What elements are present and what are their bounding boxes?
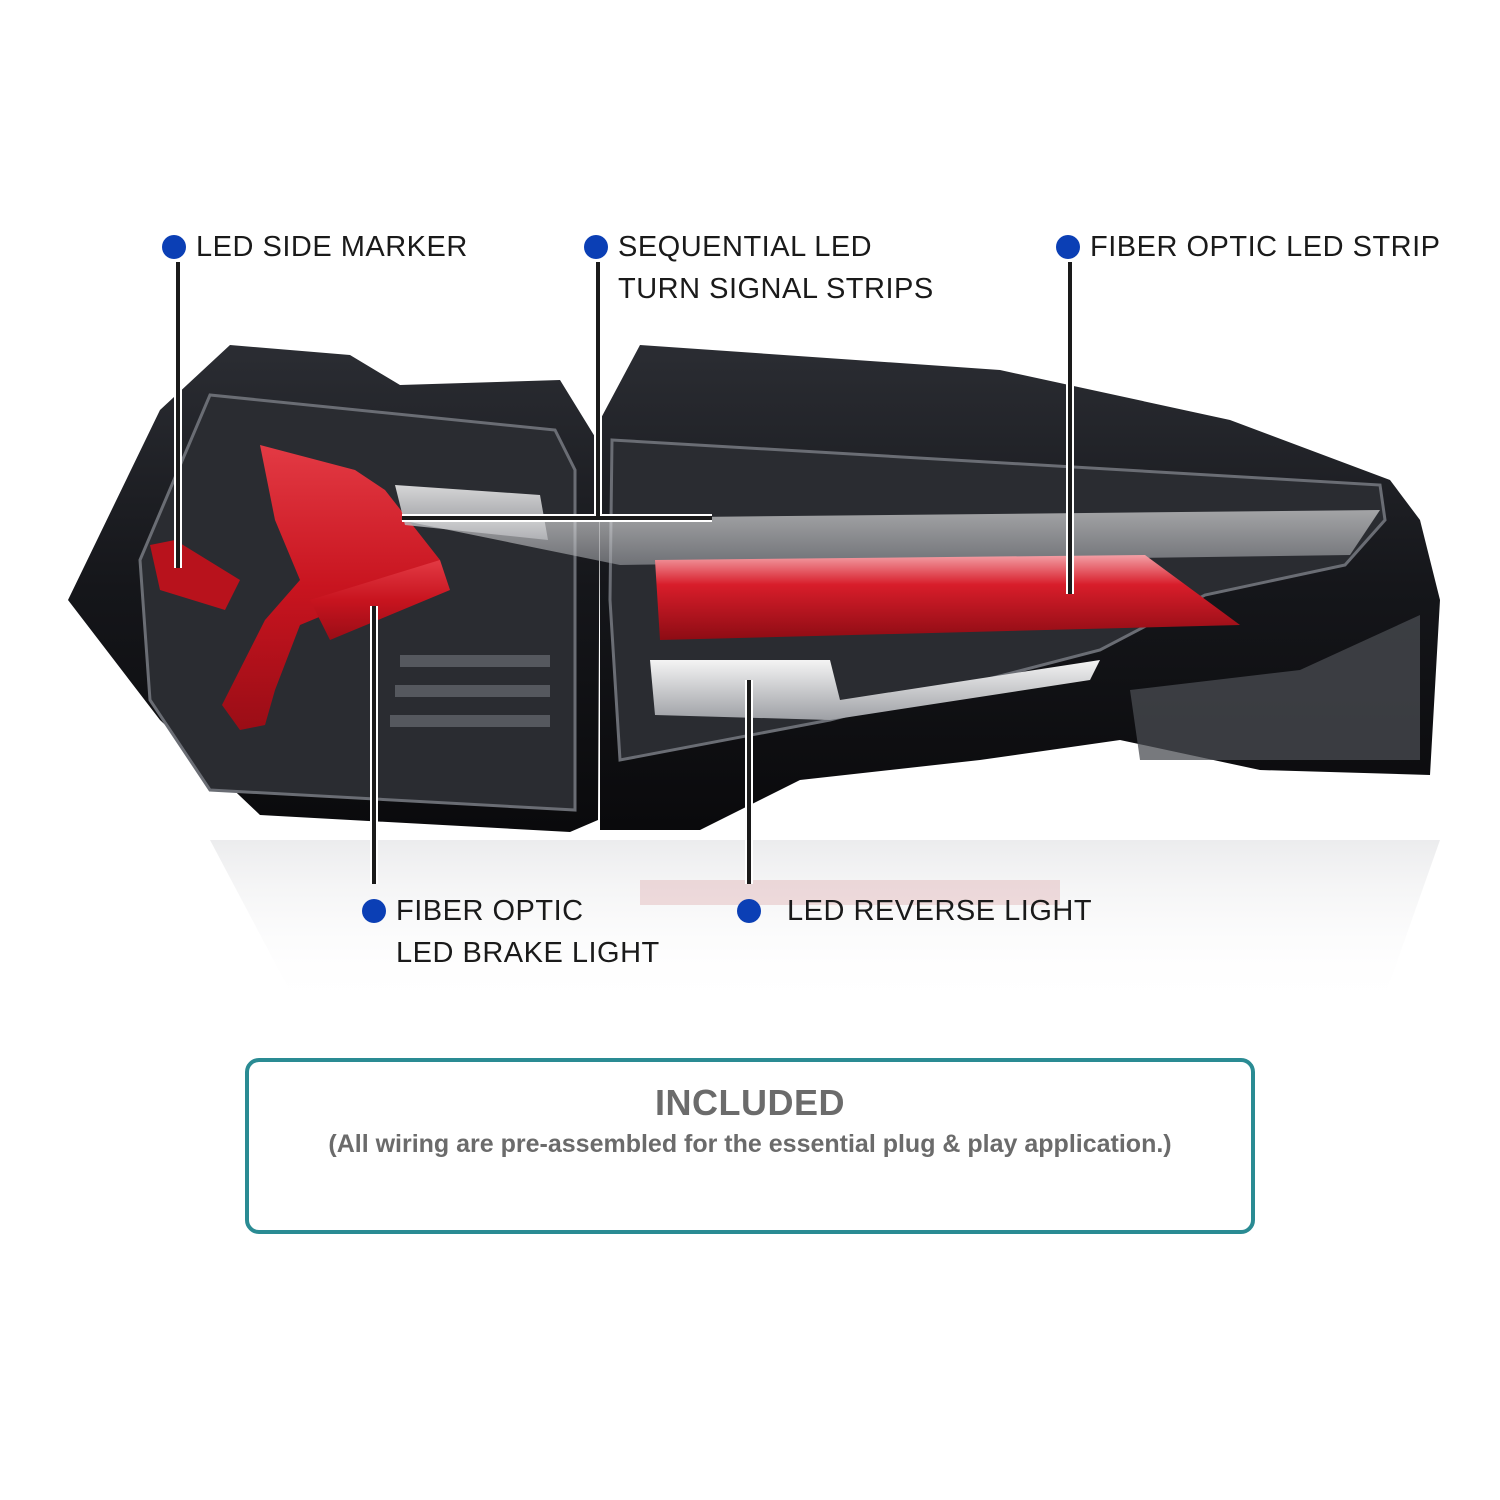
left-lamp-vent-3 <box>390 715 550 727</box>
callout-line: FIBER OPTIC <box>396 895 584 927</box>
left-lamp-brake-arm <box>310 560 450 640</box>
callout-line: TURN SIGNAL STRIPS <box>618 273 934 305</box>
left-lamp-side-marker <box>150 540 240 610</box>
callout-label: FIBER OPTIC LED BRAKE LIGHT <box>396 890 660 974</box>
right-lamp-bracket <box>1130 615 1420 760</box>
included-title: INCLUDED <box>655 1082 845 1123</box>
included-subtitle: (All wiring are pre-assembled for the es… <box>328 1130 1172 1158</box>
callout-label: SEQUENTIAL LED TURN SIGNAL STRIPS <box>618 226 934 310</box>
callout-bullet-icon <box>737 899 761 923</box>
callout-led-side-marker: LED SIDE MARKER <box>162 226 468 268</box>
left-lamp-vent-1 <box>400 655 550 667</box>
callout-line: LED BRAKE LIGHT <box>396 937 660 969</box>
callout-label: FIBER OPTIC LED STRIP <box>1090 226 1441 268</box>
callout-line: SEQUENTIAL LED <box>618 231 873 263</box>
left-lamp-brake-chevron <box>222 445 440 730</box>
reflection-red-band <box>640 880 1060 905</box>
callout-line: LED REVERSE LIGHT <box>787 895 1093 927</box>
right-lamp-turn-strip <box>400 510 1380 565</box>
callout-bullet-icon <box>584 235 608 259</box>
right-lamp-reverse-light <box>650 660 1100 720</box>
callout-sequential-turn-signal: SEQUENTIAL LED TURN SIGNAL STRIPS <box>584 226 934 310</box>
callout-bullet-icon <box>1056 235 1080 259</box>
callout-bullet-icon <box>362 899 386 923</box>
included-panel: INCLUDED (All wiring are pre-assembled f… <box>245 1058 1255 1234</box>
callout-led-reverse-light: LED REVERSE LIGHT <box>737 890 1092 932</box>
right-lamp-fiber-strip <box>655 555 1240 640</box>
callout-line: FIBER OPTIC LED STRIP <box>1090 231 1441 263</box>
callout-fiber-optic-strip: FIBER OPTIC LED STRIP <box>1056 226 1441 268</box>
turn-signal-leader <box>402 262 712 520</box>
callout-fiber-optic-brake-light: FIBER OPTIC LED BRAKE LIGHT <box>362 890 660 974</box>
floor-reflection <box>210 840 1440 1010</box>
callout-label: LED SIDE MARKER <box>196 226 468 268</box>
callout-line: LED SIDE MARKER <box>196 231 468 263</box>
callout-bullet-icon <box>162 235 186 259</box>
callout-leaders <box>174 262 1074 884</box>
left-lamp-vent-2 <box>395 685 550 697</box>
callout-label: LED REVERSE LIGHT <box>771 890 1092 932</box>
